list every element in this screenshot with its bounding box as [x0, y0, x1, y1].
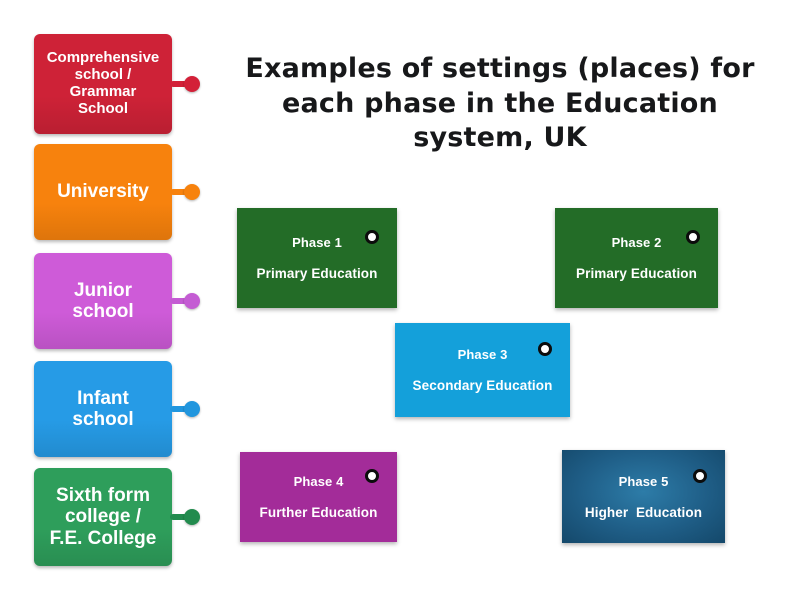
drop-target-dot-icon[interactable] [538, 342, 552, 356]
tile-connector-2[interactable] [170, 184, 200, 200]
drop-target-dot-icon[interactable] [693, 468, 707, 483]
phase-description: Secondary Education [412, 378, 553, 393]
drop-target-dot-icon[interactable] [365, 469, 379, 483]
phase-box-1[interactable]: Phase 1 Primary Education [237, 208, 397, 308]
connector-knob-icon[interactable] [184, 76, 200, 92]
tile-infant-school[interactable]: Infant school [34, 361, 172, 457]
tile-sixth-form-fe-college[interactable]: Sixth form college / F.E. College [34, 468, 172, 566]
tile-connector-3[interactable] [170, 293, 200, 309]
connector-knob-icon[interactable] [184, 184, 200, 200]
connector-stem [170, 298, 187, 304]
phase-title: Phase 5 [618, 473, 669, 489]
drop-target-dot-icon[interactable] [365, 230, 379, 244]
page-title: Examples of settings (places) for each p… [245, 53, 755, 154]
phase-description: Further Education [259, 505, 378, 520]
phase-description: Higher Education [584, 504, 703, 520]
tile-junior-school[interactable]: Junior school [34, 253, 172, 349]
connector-knob-icon[interactable] [184, 293, 200, 309]
tile-connector-5[interactable] [170, 509, 200, 525]
tile-label: Infant school [72, 387, 134, 430]
tile-label: Sixth form college / F.E. College [49, 485, 157, 549]
tile-connector-4[interactable] [170, 401, 200, 417]
tile-label: University [57, 181, 149, 203]
tile-university[interactable]: University [34, 144, 172, 240]
tile-connector-1[interactable] [170, 76, 200, 92]
phase-box-2[interactable]: Phase 2 Primary Education [555, 208, 718, 308]
tile-label: Junior school [72, 279, 134, 322]
phase-title: Phase 1 [292, 235, 342, 250]
connector-knob-icon[interactable] [184, 509, 200, 525]
phase-title: Phase 2 [611, 235, 662, 250]
phase-box-5[interactable]: Phase 5 Higher Education [562, 450, 725, 543]
connector-knob-icon[interactable] [184, 401, 200, 417]
drop-target-dot-icon[interactable] [686, 230, 700, 244]
tile-label: Comprehensive school / Grammar School [46, 49, 160, 117]
connector-stem [170, 406, 187, 412]
phase-box-3[interactable]: Phase 3 Secondary Education [395, 323, 570, 417]
phase-description: Primary Education [256, 266, 378, 281]
phase-title: Phase 3 [457, 347, 508, 362]
tile-comprehensive-grammar-school[interactable]: Comprehensive school / Grammar School [34, 34, 172, 134]
phase-box-4[interactable]: Phase 4 Further Education [240, 452, 397, 542]
connector-stem [170, 514, 187, 520]
connector-stem [170, 81, 187, 87]
phase-description: Primary Education [576, 266, 697, 281]
phase-title: Phase 4 [293, 474, 344, 489]
connector-stem [170, 189, 187, 195]
